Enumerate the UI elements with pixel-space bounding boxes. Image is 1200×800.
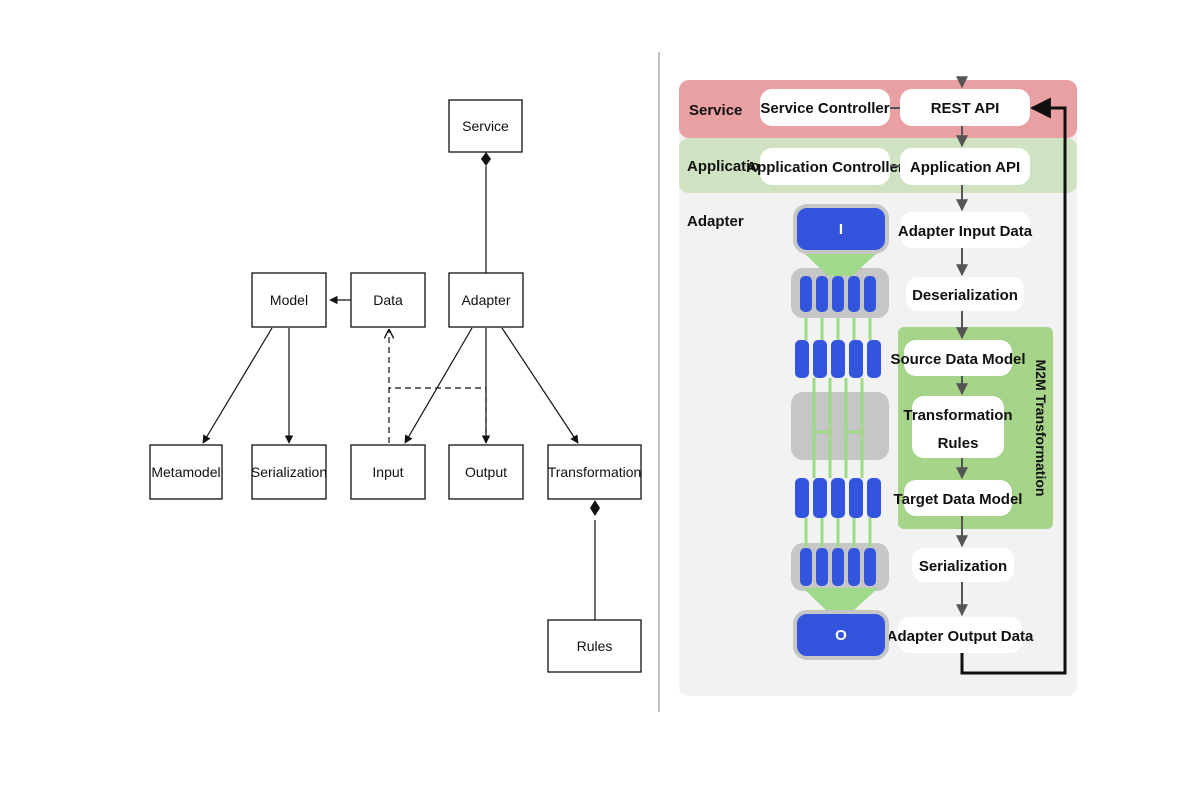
deserialization-pill	[906, 277, 1024, 311]
adapter-input-data-pill	[900, 212, 1030, 248]
output-funnel	[803, 588, 878, 612]
uml-class-service-label: Service	[462, 118, 509, 134]
m2m-transformation-label: M2M Transformation	[1033, 360, 1049, 497]
transformation-rules-label-line2: Rules	[938, 435, 979, 452]
application-api-label: Application API	[910, 159, 1020, 176]
adapter-input-data-label: Adapter Input Data	[898, 223, 1033, 240]
output-data-dependency	[389, 387, 487, 443]
uml-class-input: Input	[350, 444, 426, 500]
application-api-pill	[900, 148, 1030, 185]
uml-class-output-label: Output	[465, 464, 507, 480]
transformation-rules-label-line1: Transformation	[903, 407, 1012, 424]
rules-band	[791, 392, 889, 460]
application-controller-pill	[760, 148, 890, 185]
input-node	[793, 204, 889, 254]
flow-lines	[804, 318, 872, 547]
source-data-model-pill	[904, 340, 1012, 376]
data-flow-column: I O	[791, 204, 889, 660]
input-node-label: I	[839, 221, 843, 238]
return-loop-arrow	[960, 97, 1067, 675]
unit-row-deser	[800, 276, 876, 312]
adapter-output-data-label: Adapter Output Data	[887, 628, 1034, 645]
service-controller-label: Service Controller	[760, 100, 889, 117]
unit-row-target	[795, 478, 881, 518]
uml-class-rules-label: Rules	[577, 638, 613, 654]
uml-class-data-label: Data	[373, 292, 403, 308]
uml-class-input-label: Input	[372, 464, 403, 480]
uml-class-adapter-label: Adapter	[461, 292, 510, 308]
uml-class-rules: Rules	[547, 619, 642, 673]
uml-class-metamodel-label: Metamodel	[151, 464, 220, 480]
uml-class-metamodel: Metamodel	[149, 444, 223, 500]
uml-class-output: Output	[448, 444, 524, 500]
service-layer-label: Service	[689, 102, 742, 119]
adapter-transformation-association	[501, 327, 579, 444]
uml-class-transformation-label: Transformation	[548, 464, 642, 480]
source-data-model-label: Source Data Model	[890, 351, 1025, 368]
uml-class-data: Data	[350, 272, 426, 328]
uml-class-model: Model	[251, 272, 327, 328]
rest-api-label: REST API	[931, 100, 1000, 117]
application-layer-label: Application	[687, 158, 769, 175]
transformation-composition-diamond	[590, 500, 600, 516]
uml-class-service: Service	[448, 99, 523, 153]
input-funnel	[803, 252, 878, 276]
adapter-layer-label: Adapter	[687, 213, 744, 230]
target-data-model-label: Target Data Model	[894, 491, 1023, 508]
uml-class-serialization-label: Serialization	[251, 464, 327, 480]
uml-class-serialization: Serialization	[251, 444, 327, 500]
target-data-model-pill	[904, 480, 1012, 516]
rest-api-pill	[900, 89, 1030, 126]
service-controller-pill	[760, 89, 890, 126]
uml-connectors	[202, 166, 596, 620]
model-metamodel-association	[202, 327, 273, 444]
transformation-rules-pill	[912, 396, 1004, 458]
serialization-pill	[912, 548, 1014, 582]
output-node	[793, 610, 889, 660]
adapter-input-association	[404, 327, 473, 444]
unit-row-ser	[800, 548, 876, 586]
output-node-label: O	[835, 627, 847, 644]
uml-diagram: Service Model Data Adapter Metamodel Ser…	[149, 99, 642, 673]
serialization-label: Serialization	[919, 558, 1007, 575]
architecture-diagram: Service Application Adapter M2M Transfor…	[679, 76, 1077, 696]
adapter-output-data-pill	[898, 617, 1022, 653]
service-composition-diamond	[481, 152, 491, 166]
deserialization-label: Deserialization	[912, 287, 1018, 304]
uml-class-transformation: Transformation	[547, 444, 642, 500]
application-controller-label: Application Controller	[746, 159, 904, 176]
uml-class-adapter: Adapter	[448, 272, 524, 328]
uml-class-model-label: Model	[270, 292, 308, 308]
unit-row-source	[795, 340, 881, 378]
